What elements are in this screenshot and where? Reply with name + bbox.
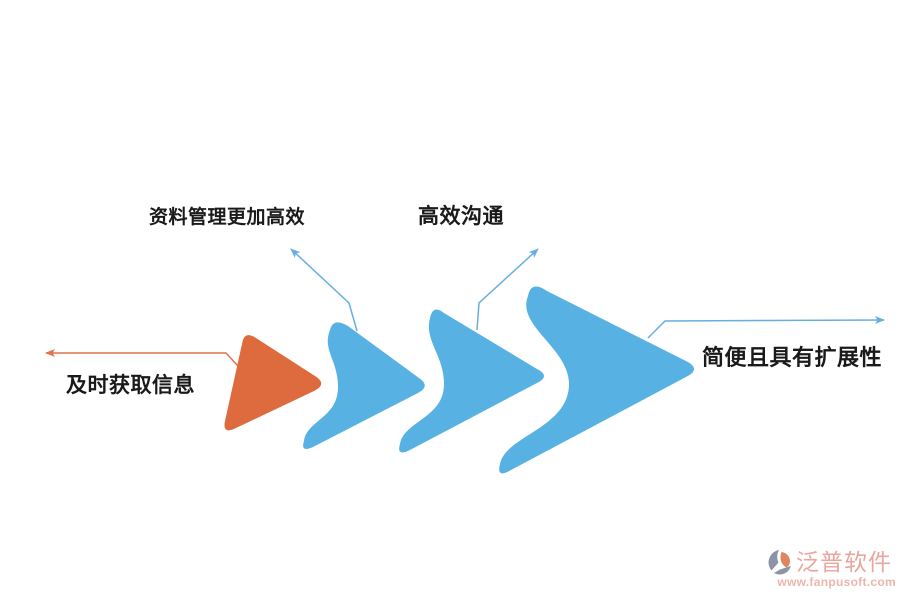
chevron-step-2-blue xyxy=(303,322,425,449)
fanpu-logo-icon xyxy=(768,550,791,575)
chevron-step-1-orange xyxy=(224,335,322,431)
label-data-management: 资料管理更加高效 xyxy=(149,207,306,228)
connector-communication xyxy=(476,248,539,331)
label-communication: 高效沟通 xyxy=(418,205,504,228)
label-timely-info: 及时获取信息 xyxy=(66,374,195,397)
connector-timely-info xyxy=(45,349,239,367)
chevron-step-3-blue xyxy=(399,309,544,453)
chevron-step-4-blue xyxy=(499,286,694,474)
connector-extensible xyxy=(647,316,885,339)
connector-data-management xyxy=(290,248,358,332)
brand-name: 泛普软件 xyxy=(796,549,892,575)
brand-watermark: 泛普软件 www.fanpusoft.com xyxy=(766,548,896,589)
label-extensible: 简便且具有扩展性 xyxy=(702,345,883,370)
brand-url: www.fanpusoft.com xyxy=(777,575,896,589)
